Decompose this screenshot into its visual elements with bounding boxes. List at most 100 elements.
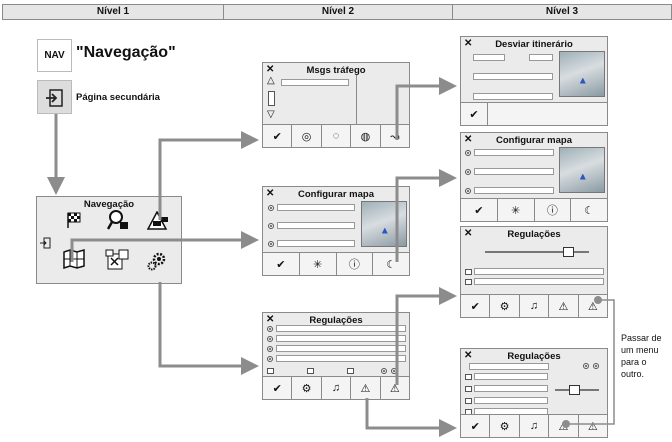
info-button[interactable]: ⓘ	[337, 253, 374, 275]
route-options-button[interactable]: ⚙	[292, 377, 322, 399]
ok-button[interactable]: ✔	[263, 125, 293, 147]
secondary-page-button[interactable]	[37, 80, 72, 114]
arrow-daynight-to-config3	[395, 169, 457, 262]
option-field	[276, 325, 406, 332]
ok-button[interactable]: ✔	[461, 199, 498, 221]
compass-button[interactable]: ✳	[300, 253, 337, 275]
msgs-trafego-title: Msgs tráfego	[306, 65, 366, 76]
close-icon[interactable]: ✕	[266, 188, 275, 199]
checkbox[interactable]	[465, 279, 472, 285]
divider	[356, 75, 357, 125]
arrow-switch-menu	[566, 299, 615, 425]
route-options-button[interactable]: ⚙	[490, 295, 520, 317]
ok-button[interactable]: ✔	[461, 295, 491, 317]
arrow-alerts-to-reg3b	[365, 398, 457, 437]
day-night-button[interactable]: ☾	[386, 258, 397, 271]
traffic-filter-1-button[interactable]: ◎	[292, 125, 322, 147]
option-field	[276, 335, 406, 342]
checkbox[interactable]	[307, 368, 314, 374]
traffic-warning-icon[interactable]	[147, 211, 169, 231]
alerts-button[interactable]: ⚠	[549, 295, 579, 317]
config3-action-bar: ✔ ✳ ⓘ ☾	[461, 198, 607, 221]
radio-option[interactable]	[268, 241, 274, 247]
checkbox[interactable]	[267, 368, 274, 374]
level-2-header: Nível 2	[224, 5, 453, 19]
slider-handle[interactable]	[569, 385, 580, 395]
traffic-alerts-button[interactable]: ⚠	[389, 382, 400, 395]
checkbox[interactable]	[465, 374, 472, 380]
slider-handle[interactable]	[563, 247, 574, 257]
traffic-message-field[interactable]	[281, 79, 349, 86]
radio-option[interactable]	[268, 205, 274, 211]
close-icon[interactable]: ✕	[464, 350, 473, 361]
ok-button[interactable]: ✔	[263, 377, 293, 399]
radio-option[interactable]	[465, 188, 471, 194]
radio-option[interactable]	[593, 363, 599, 369]
close-icon[interactable]: ✕	[464, 38, 473, 49]
regulacoes-screen-3b: ✕ Regulações ✔ ⚙ ♫ ⚠ ⚠	[460, 348, 608, 438]
voice-button[interactable]: ♫	[520, 295, 550, 317]
navegacao-menu-title: Navegação	[83, 199, 135, 210]
msgs-action-bar: ✔ ◎ ◌ ◍ ↝	[263, 124, 409, 147]
checkbox[interactable]	[465, 386, 472, 392]
scrollbar[interactable]	[268, 91, 275, 106]
close-icon[interactable]: ✕	[464, 134, 473, 145]
detour-button[interactable]: ↝	[390, 130, 400, 143]
radio-option[interactable]	[267, 326, 273, 332]
option-field	[473, 93, 553, 100]
enter-icon[interactable]	[40, 237, 52, 249]
switch-point-top	[594, 296, 602, 304]
nav-button[interactable]: NAV	[37, 39, 72, 72]
alerts-button[interactable]: ⚠	[351, 377, 381, 399]
option-field	[474, 149, 554, 156]
radio-option[interactable]	[267, 356, 273, 362]
radio-option[interactable]	[267, 336, 273, 342]
ok-button[interactable]: ✔	[461, 415, 491, 437]
slider-track[interactable]	[485, 251, 589, 253]
radio-option[interactable]	[268, 223, 274, 229]
note-line-4: outro.	[621, 369, 645, 379]
scroll-down-icon[interactable]: ▽	[267, 109, 275, 120]
option-field	[474, 373, 548, 380]
regulacoes-title-3a: Regulações	[507, 229, 561, 240]
regulacoes-title-2: Regulações	[309, 315, 363, 326]
checkered-flag-icon[interactable]	[65, 211, 83, 229]
close-icon[interactable]: ✕	[266, 64, 275, 75]
checkbox[interactable]	[465, 269, 472, 275]
radio-option[interactable]	[267, 346, 273, 352]
close-icon[interactable]: ✕	[464, 228, 473, 239]
traffic-alerts-button[interactable]: ⚠	[587, 420, 598, 433]
map-icon[interactable]	[63, 249, 85, 269]
level-1-header: Nível 1	[3, 5, 224, 19]
settings-gear-icon[interactable]	[147, 251, 167, 271]
radio-option[interactable]	[583, 363, 589, 369]
compass-button[interactable]: ✳	[498, 199, 535, 221]
search-poi-icon[interactable]	[107, 209, 129, 231]
voice-button[interactable]: ♫	[322, 377, 352, 399]
close-icon[interactable]: ✕	[266, 314, 275, 325]
option-field	[474, 278, 604, 285]
scroll-up-icon[interactable]: △	[267, 75, 275, 86]
traffic-alerts-button[interactable]: ⚠	[587, 300, 598, 313]
traffic-filter-2-button[interactable]: ◌	[322, 125, 352, 147]
radio-option[interactable]	[465, 150, 471, 156]
info-button[interactable]: ⓘ	[535, 199, 572, 221]
checkbox[interactable]	[347, 368, 354, 374]
option-field	[277, 222, 355, 229]
voice-button[interactable]: ♫	[520, 415, 550, 437]
radio-option[interactable]	[465, 169, 471, 175]
ok-button[interactable]: ✔	[461, 103, 488, 125]
desviar-itinerario-screen: ✕ Desviar itinerário ✔	[460, 36, 608, 126]
poi-map-icon[interactable]	[105, 249, 129, 271]
configurar-mapa-title-2: Configurar mapa	[297, 189, 374, 200]
regulacoes-title-3b: Regulações	[507, 351, 561, 362]
option-field	[276, 345, 406, 352]
route-options-button[interactable]: ⚙	[490, 415, 520, 437]
traffic-filter-3-button[interactable]: ◍	[351, 125, 381, 147]
ok-button[interactable]: ✔	[263, 253, 300, 275]
regulacoes-action-bar: ✔ ⚙ ♫ ⚠ ⚠	[263, 376, 409, 399]
day-night-button[interactable]: ☾	[584, 204, 595, 217]
checkbox[interactable]	[465, 398, 472, 404]
radio-option[interactable]	[381, 368, 387, 374]
option-field	[277, 204, 355, 211]
